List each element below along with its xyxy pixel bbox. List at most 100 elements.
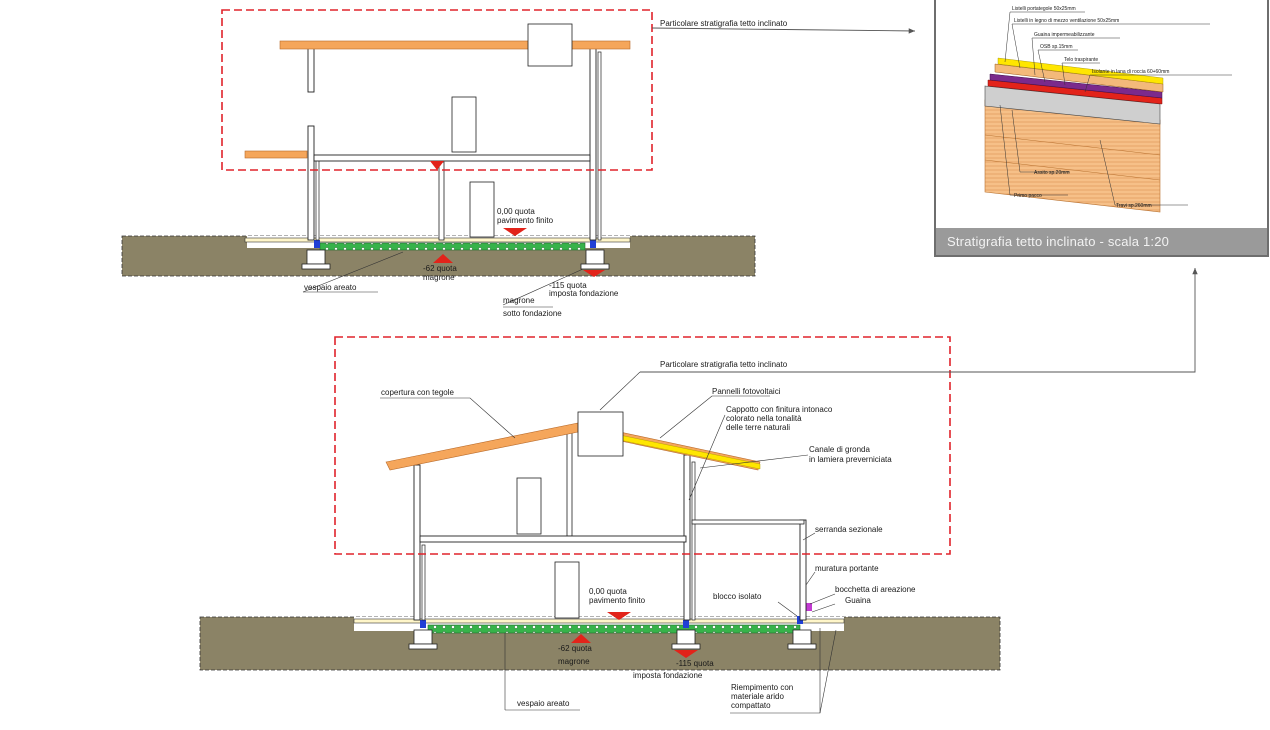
- pipe-connector: [420, 620, 426, 628]
- wall-center: [438, 161, 445, 241]
- floor-slab: [353, 618, 845, 624]
- callout-arrow-top: [651, 27, 916, 34]
- callout-label: Particolare stratigrafia tetto inclinato: [660, 19, 788, 28]
- vespaio-gravel: [427, 624, 801, 634]
- roof-detail-frame: [334, 336, 951, 555]
- leader-line: [777, 601, 798, 617]
- foundation-left: [408, 629, 438, 650]
- leader-line: [688, 414, 726, 501]
- pipe-connector: [683, 620, 689, 628]
- roof-stratigraphy-inset: Stratigrafia tetto inclinato - scala 1:2…: [934, 0, 1269, 257]
- wall-left-lower: [307, 125, 315, 241]
- top-section: Particolare stratigrafia tetto inclinato…: [121, 9, 916, 318]
- wall-label: muratura portante: [815, 564, 879, 573]
- vespaio-label: vespaio areato: [517, 699, 570, 708]
- callout-arrow-bottom: [640, 268, 1198, 373]
- layer-label: Guaina impermeabilizzante: [1034, 32, 1095, 38]
- membrane-layer: [989, 73, 1163, 99]
- wall-mid-inner: [691, 461, 696, 621]
- level-marker-floor: [607, 612, 631, 620]
- inset-leaders: [999, 11, 1232, 206]
- level-label: magrone: [423, 273, 455, 282]
- level-marker-floor: [430, 161, 444, 170]
- magrone-label: sotto fondazione: [503, 309, 562, 318]
- foundation-left: [301, 249, 331, 270]
- gutter-label: in lamiera preverniciata: [809, 455, 892, 464]
- tile-layer: [997, 57, 1164, 85]
- roof-layers: [984, 57, 1164, 213]
- leader-line: [805, 571, 816, 586]
- inset-banner: [936, 228, 1267, 255]
- cappotto-label: delle terre naturali: [726, 423, 790, 432]
- layer-label: Isolante in lana di roccia 60+60mm: [1092, 69, 1169, 75]
- wall-left-inner: [421, 544, 426, 621]
- foundation-middle: [671, 629, 701, 658]
- level-label: 0,00 quota: [589, 587, 627, 596]
- magrone-label: magrone: [503, 296, 535, 305]
- wall-left-upper: [307, 47, 315, 93]
- door-lower: [469, 181, 495, 238]
- vespaio-gravel: [319, 242, 586, 251]
- level-label: pavimento finito: [589, 596, 646, 605]
- level-label: pavimento finito: [497, 216, 554, 225]
- level-label: -62 quota: [558, 644, 592, 653]
- intermediate-floor: [313, 154, 591, 162]
- air-vent: [806, 603, 812, 611]
- level-marker-magrone: [571, 634, 591, 643]
- layer-label: Primo pacco: [1014, 193, 1042, 199]
- bottom-section: Particolare stratigrafia tetto inclinato…: [199, 268, 1198, 714]
- layer-label: Telo traspirante: [1064, 57, 1098, 63]
- bocchetta-label: bocchetta di areazione: [835, 585, 916, 594]
- callout-label: Particolare stratigrafia tetto inclinato: [660, 360, 788, 369]
- leader-line: [802, 532, 816, 541]
- roof-detail-frame: [221, 9, 653, 171]
- leader-line: [811, 603, 836, 613]
- canopy: [244, 150, 308, 159]
- wall-right-inner: [597, 51, 602, 241]
- level-label: -115 quota: [549, 281, 587, 290]
- floor-slab: [244, 237, 631, 243]
- blocco-label: blocco isolato: [713, 592, 762, 601]
- riempimento-label: materiale arido: [731, 692, 784, 701]
- wall-center: [566, 427, 573, 537]
- leader-line: [819, 629, 837, 714]
- door-label: serranda sezionale: [815, 525, 883, 534]
- garage-roof: [691, 519, 805, 525]
- layer-label: Listelli in legno di mezzo ventilazione …: [1014, 18, 1119, 24]
- leader-line: [380, 397, 516, 439]
- leader-line: [699, 454, 809, 469]
- wall-left-inner: [315, 159, 320, 241]
- rafter-line: [984, 134, 1161, 156]
- intermediate-floor: [419, 535, 687, 543]
- layer-label: Assito sp.20mm: [1034, 170, 1070, 176]
- riempimento-label: Riempimento con: [731, 683, 793, 692]
- level-label: -62 quota: [423, 264, 457, 273]
- wall-right: [589, 47, 597, 241]
- level-label: -115 quota: [676, 659, 714, 668]
- layer-label: Listelli portategole 50x25mm: [1012, 6, 1076, 12]
- leader-line: [302, 251, 404, 293]
- leader-line: [809, 593, 836, 605]
- layer-label: Travi sp.260mm: [1116, 203, 1152, 209]
- door-upper: [516, 477, 542, 535]
- pad-marker: [583, 270, 605, 277]
- door-upper: [451, 96, 477, 153]
- cappotto-label: colorato nella tonalità: [726, 414, 802, 423]
- level-label: imposta fondazione: [549, 289, 619, 298]
- cappotto-label: Cappotto con finitura intonaco: [726, 405, 833, 414]
- pipe-connector: [314, 240, 320, 248]
- chimney: [527, 23, 573, 67]
- leader-line: [659, 395, 713, 439]
- level-label: imposta fondazione: [633, 671, 703, 680]
- leader-line: [599, 371, 641, 411]
- level-label: magrone: [558, 657, 590, 666]
- pipe-connector: [590, 240, 596, 248]
- level-marker-floor: [503, 228, 527, 236]
- gutter-label: Canale di gronda: [809, 445, 870, 454]
- wall-left: [413, 464, 421, 621]
- foundation-right: [787, 629, 817, 650]
- layer-label: OSB sp.15mm: [1040, 44, 1073, 50]
- vespaio-label: vespaio areato: [304, 283, 357, 292]
- pad-marker: [674, 650, 698, 658]
